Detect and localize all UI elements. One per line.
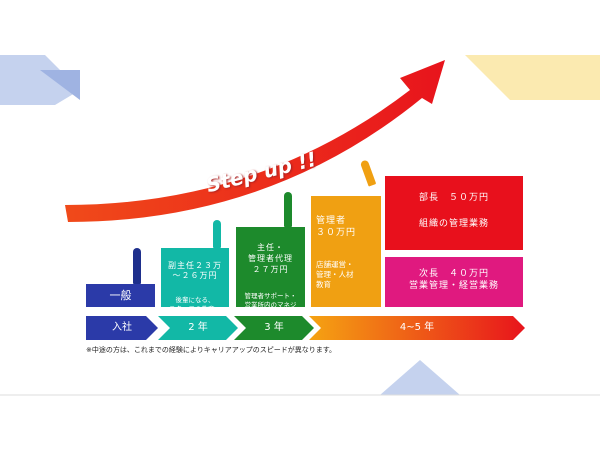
step-title: 一般 [109, 289, 132, 302]
step-description: 管理者サポート・ 営業所内のマネジ メント [244, 292, 297, 318]
step-title: 部長 ５０万円 [418, 193, 489, 203]
timeline-label: 4~5 年 [399, 322, 435, 333]
step-vice-chief: 副主任２３万 ～２６万円 後輩になる、 スタッフの教育・ 指導 [161, 248, 229, 322]
decor-triangle-left [0, 55, 80, 105]
step-description: 営業管理・経営業務 [408, 281, 499, 291]
step-chief: 主任・ 管理者代理 ２７万円 管理者サポート・ 営業所内のマネジ メント [236, 227, 305, 318]
decor-triangle-bottom [380, 360, 460, 395]
step-director: 部長 ５０万円 組織の管理業務 [385, 176, 523, 250]
person-icon [133, 248, 141, 284]
step-title: 次長 ４０万円 [418, 269, 489, 279]
step-title: 主任・ 管理者代理 ２７万円 [248, 243, 293, 274]
decor-triangle-right [465, 55, 600, 100]
timeline-label: 2 年 [188, 322, 208, 333]
step-deputy: 次長 ４０万円 営業管理・経営業務 [385, 257, 523, 307]
person-icon [213, 220, 221, 248]
step-description: 組織の管理業務 [418, 219, 489, 229]
note: ※中途の方は、これまでの経験によりキャリアアップのスピードが異なります。 [86, 346, 337, 354]
step-general: 一般 [86, 284, 155, 307]
timeline-year-4-5: 4~5 年 [309, 316, 525, 340]
timeline-label: 3 年 [264, 322, 284, 333]
step-title: 副主任２３万 ～２６万円 [168, 261, 222, 280]
timeline-label: 入社 [112, 322, 132, 333]
step-title: 管理者 ３０万円 [316, 216, 357, 238]
timeline-join: 入社 [86, 316, 158, 340]
timeline-year-3: 3 年 [234, 316, 314, 340]
step-up-arrow [65, 60, 445, 222]
step-manager: 管理者 ３０万円 店舗運営・ 管理・人材 教育 [311, 196, 381, 307]
timeline-year-2: 2 年 [158, 316, 238, 340]
person-icon [284, 192, 292, 227]
step-description: 店舗運営・ 管理・人材 教育 [316, 260, 354, 289]
decor-triangle-left-2 [40, 70, 80, 100]
